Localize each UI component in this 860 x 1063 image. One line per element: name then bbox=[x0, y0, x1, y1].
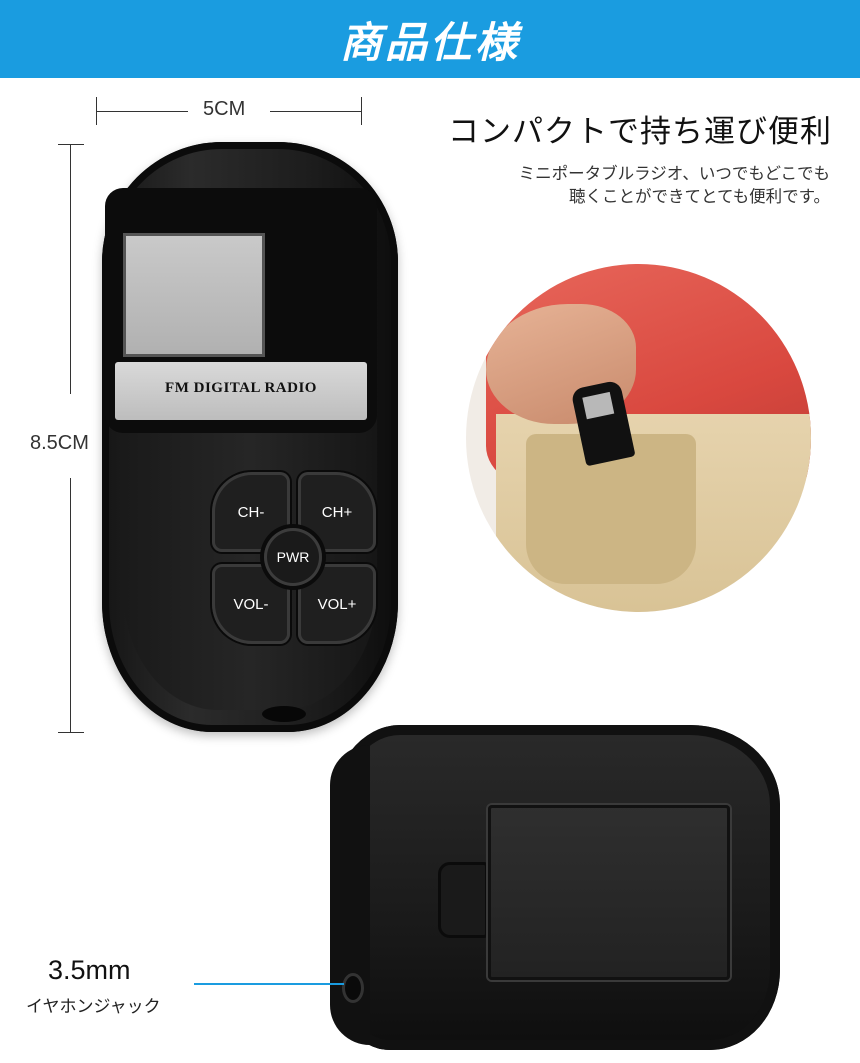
width-dim-label: 5CM bbox=[203, 98, 246, 120]
jack-pointer-line bbox=[194, 983, 344, 985]
vol-minus-button[interactable]: VOL- bbox=[212, 564, 290, 644]
banner-title: 商品仕様 bbox=[339, 17, 520, 67]
belt-clip bbox=[438, 862, 488, 938]
height-dim-tick-bottom bbox=[58, 732, 84, 733]
width-dim-tick-right bbox=[361, 97, 362, 125]
power-button[interactable]: PWR bbox=[264, 528, 322, 586]
height-dim-line-top bbox=[70, 144, 71, 394]
jack-name-label: イヤホンジャック bbox=[26, 997, 161, 1017]
width-dim-line-left bbox=[96, 111, 188, 112]
height-dim-line-bottom bbox=[70, 478, 71, 732]
height-dim-tick-top bbox=[58, 144, 84, 145]
height-dim-label: 8.5CM bbox=[30, 432, 89, 454]
spec-banner: 商品仕様 bbox=[0, 0, 860, 78]
pocket-photo bbox=[466, 264, 811, 612]
radio-back-side bbox=[330, 745, 370, 1045]
description-line-2: 聴くことができてとても便利です。 bbox=[568, 187, 830, 206]
feature-headline: コンパクトで持ち運び便利 bbox=[448, 114, 832, 150]
lanyard-hole bbox=[262, 706, 306, 722]
earphone-jack bbox=[345, 976, 361, 1000]
mini-radio-screen bbox=[582, 391, 615, 420]
radio-label-band: FM DIGITAL RADIO bbox=[115, 362, 367, 420]
radio-label: FM DIGITAL RADIO bbox=[165, 380, 317, 396]
battery-cover bbox=[488, 805, 730, 980]
width-dim-line-right bbox=[270, 111, 362, 112]
feature-description: ミニポータブルラジオ、いつでもどこでも 聴くことができてとても便利です。 bbox=[410, 162, 830, 208]
description-line-1: ミニポータブルラジオ、いつでもどこでも bbox=[518, 164, 830, 183]
jack-size-label: 3.5mm bbox=[48, 955, 131, 985]
lcd-display bbox=[123, 233, 265, 357]
control-pad: CH- CH+ VOL- VOL+ PWR bbox=[208, 468, 378, 646]
